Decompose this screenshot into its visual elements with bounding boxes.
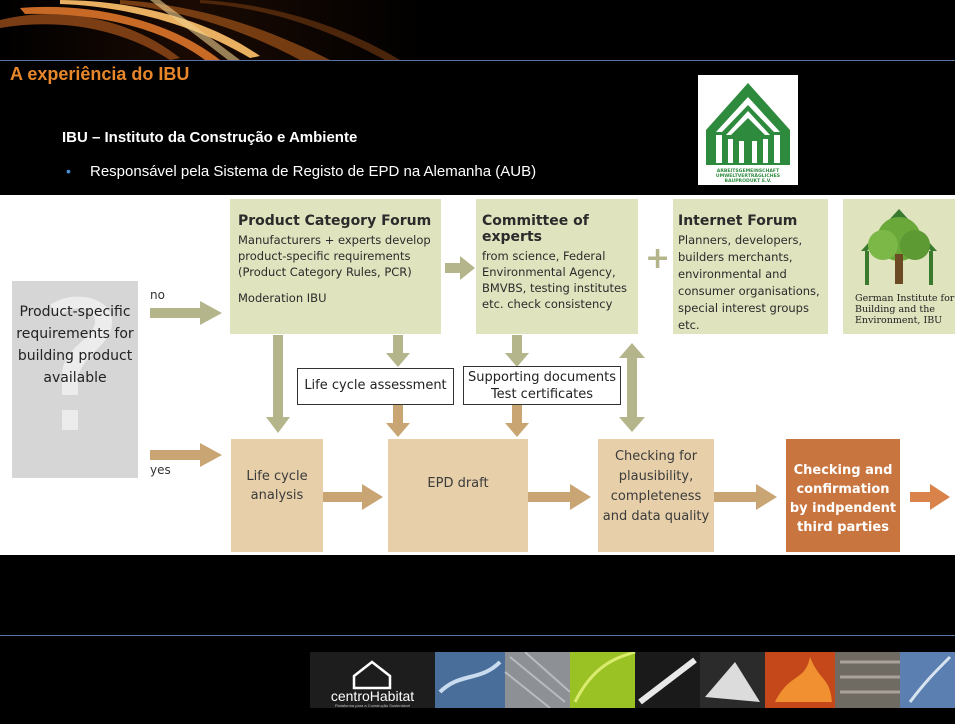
life-cycle-assessment-box: Life cycle assessment (297, 368, 454, 405)
svg-text:BAUPRODUKT E.V.: BAUPRODUKT E.V. (725, 178, 772, 184)
arrow-pcf-committee (445, 256, 475, 280)
arrow-support-epd (505, 405, 529, 437)
plus-sign: + (645, 241, 671, 276)
label-no: no (150, 288, 165, 302)
internet-title: Internet Forum (678, 213, 798, 229)
footer-image-strip: centroHabitat Plataforma para a Construç… (310, 650, 955, 709)
arrow-pcf-down-left (266, 335, 290, 433)
banner-graphic (0, 0, 400, 60)
pcf-moderation: Moderation IBU (238, 291, 327, 305)
aub-house-graphic: ARBEITSGEMEINSCHAFT UMWELTVERTRÄGLICHES … (706, 83, 790, 184)
slide-title: A experiência do IBU (10, 64, 190, 84)
arrow-lca-epd (386, 405, 410, 437)
arrow-out (910, 484, 950, 510)
internet-forum-box: Internet Forum Planners, developers, bui… (673, 199, 828, 334)
svg-text:UMWELTVERTRÄGLICHES: UMWELTVERTRÄGLICHES (716, 172, 780, 179)
pcf-body: Manufacturers + experts develop product-… (238, 233, 431, 279)
footer-tagline: Plataforma para a Construção Sustentável (334, 703, 411, 708)
house-icon (352, 660, 392, 690)
committee-title: Committee of experts (482, 213, 589, 245)
arrow-committee-down (505, 335, 529, 367)
top-divider (0, 60, 955, 61)
epd-process-diagram: Product-specific requirements for buildi… (0, 195, 955, 555)
ibu-logo-box: German Institute for Building and the En… (843, 199, 955, 334)
checking-box: Checking for plausibility, completeness … (598, 439, 714, 552)
arrow-check-to-confirm (714, 484, 777, 510)
footer-graphic (310, 650, 955, 709)
internet-body: Planners, developers, builders merchants… (678, 233, 820, 332)
arrow-yes (150, 443, 222, 467)
ibu-tree-graphic (861, 209, 937, 285)
support-line2: Test certificates (490, 387, 594, 402)
committee-of-experts-box: Committee of experts from science, Feder… (476, 199, 638, 334)
support-line1: Supporting documents (468, 370, 616, 385)
slide-heading: IBU – Instituto da Construção e Ambiente (62, 129, 358, 146)
supporting-documents-box: Supporting documents Test certificates (463, 366, 621, 405)
epd-draft-box: EPD draft (388, 439, 528, 552)
bullet-icon: • (66, 163, 71, 179)
life-cycle-analysis-box: Life cycle analysis (231, 439, 323, 552)
aub-logo: ARBEITSGEMEINSCHAFT UMWELTVERTRÄGLICHES … (698, 75, 798, 185)
label-yes: yes (150, 463, 171, 477)
question-mark-graphic (50, 296, 113, 430)
diagram-arrows (12, 256, 950, 510)
product-requirements-label: Product-specific requirements for buildi… (16, 304, 134, 386)
product-category-forum-box: Product Category Forum Manufacturers + e… (230, 199, 441, 334)
arrow-no (150, 301, 222, 325)
top-banner (0, 0, 955, 60)
committee-body: from science, Federal Environmental Agen… (482, 249, 628, 311)
bottom-divider (0, 635, 955, 636)
ibu-caption: German Institute for Building and the En… (855, 293, 955, 326)
arrow-pcf-down-mid (386, 335, 410, 367)
arrow-epd-to-check (528, 484, 591, 510)
confirmation-box: Checking and confirmation by indpendent … (786, 439, 900, 552)
arrow-bidirectional (619, 343, 645, 432)
svg-text:ARBEITSGEMEINSCHAFT: ARBEITSGEMEINSCHAFT (717, 168, 780, 174)
arrow-lca-to-epd (322, 484, 383, 510)
pcf-title: Product Category Forum (238, 213, 432, 229)
footer-brand: centroHabitat (330, 688, 415, 704)
bullet-text: Responsável pela Sistema de Registo de E… (90, 163, 537, 180)
